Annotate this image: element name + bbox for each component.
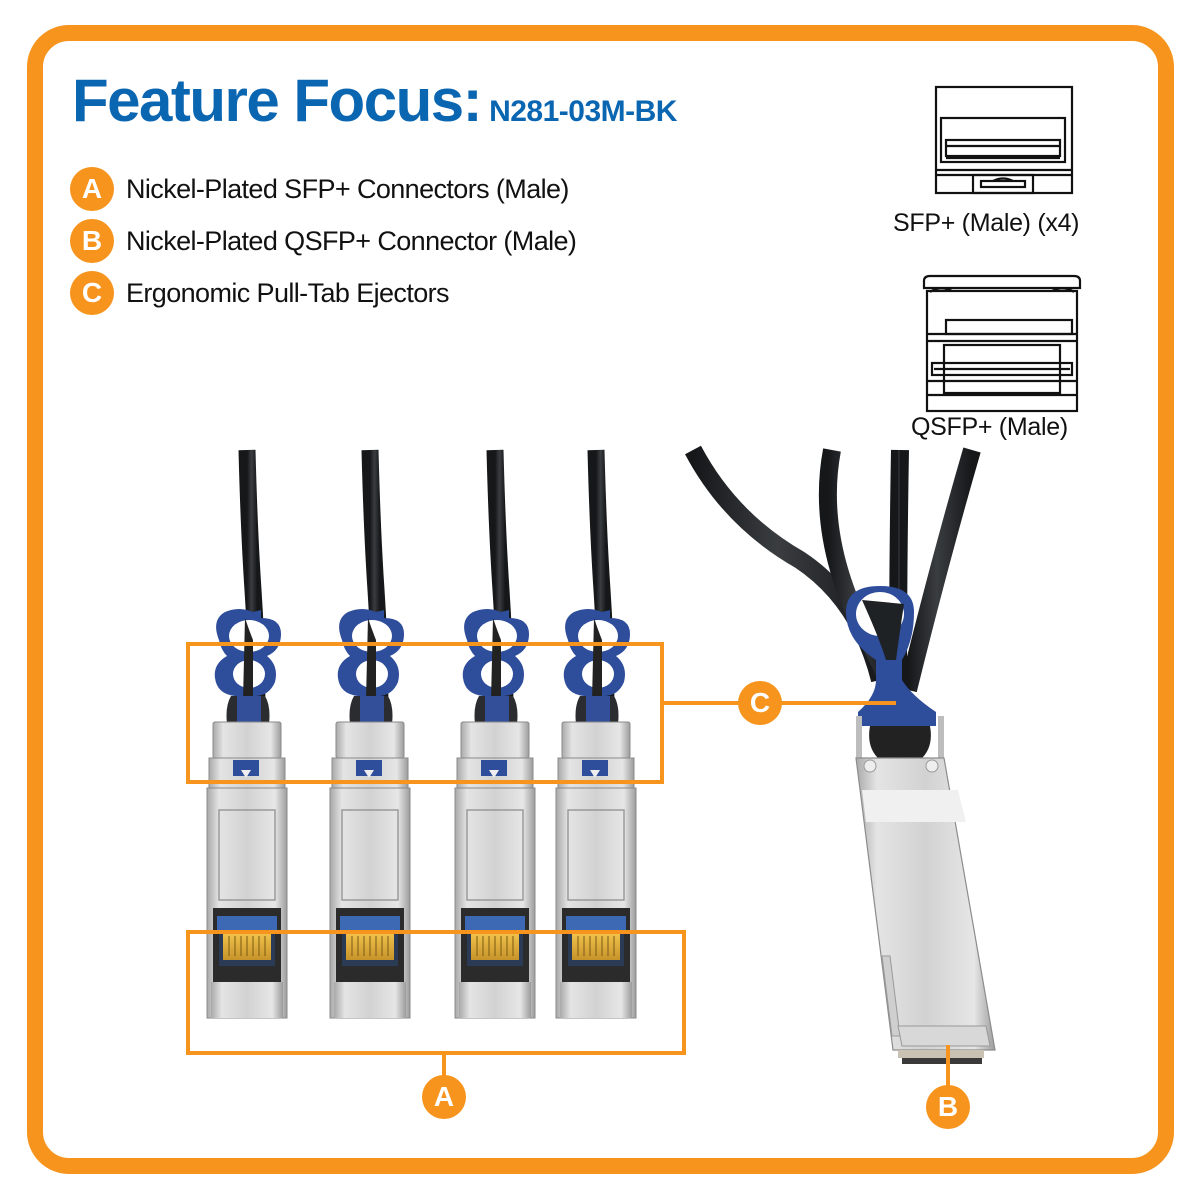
qsfp-diagram-label: QSFP+ (Male) (911, 413, 1068, 441)
page-title: Feature Focus:N281-03M-BK (72, 66, 677, 135)
callout-box-c (186, 642, 664, 784)
feature-item-c: C Ergonomic Pull-Tab Ejectors (70, 267, 576, 319)
callout-badge-a: A (422, 1075, 466, 1119)
feature-item-b: B Nickel-Plated QSFP+ Connector (Male) (70, 215, 577, 267)
callout-box-a (186, 930, 686, 1055)
callout-line-a (442, 1055, 446, 1077)
callout-badge-b: B (926, 1085, 970, 1129)
title-text: Feature Focus: (72, 67, 483, 134)
badge-c: C (70, 271, 114, 315)
feature-item-a: A Nickel-Plated SFP+ Connectors (Male) (70, 163, 576, 215)
model-number: N281-03M-BK (489, 95, 677, 128)
feature-list: A Nickel-Plated SFP+ Connectors (Male) B… (70, 163, 577, 319)
badge-a: A (70, 167, 114, 211)
badge-b: B (70, 219, 114, 263)
sfp-diagram-label: SFP+ (Male) (x4) (893, 209, 1080, 237)
callout-line-b (946, 1045, 950, 1087)
feature-label: Ergonomic Pull-Tab Ejectors (126, 277, 450, 308)
callout-badge-c: C (738, 681, 782, 725)
feature-label: Nickel-Plated QSFP+ Connector (Male) (126, 225, 577, 256)
feature-label: Nickel-Plated SFP+ Connectors (Male) (126, 173, 569, 204)
